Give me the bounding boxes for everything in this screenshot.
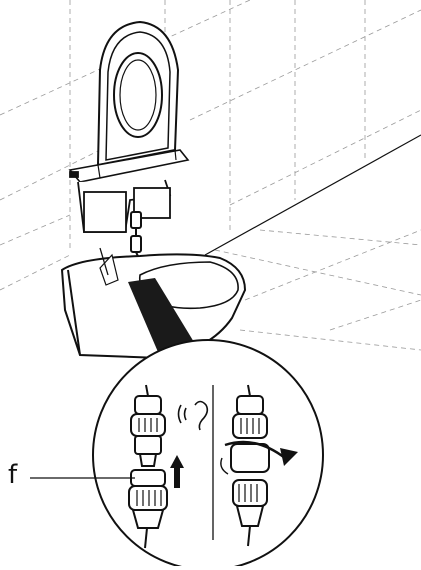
hearing-click-icon bbox=[177, 400, 209, 431]
magnify-cone bbox=[128, 278, 200, 352]
wall-floor-edge bbox=[204, 134, 421, 256]
up-arrow-icon bbox=[170, 455, 184, 488]
callout-label-f: f bbox=[8, 460, 18, 490]
hinge-block bbox=[69, 171, 172, 233]
connector-stripes bbox=[136, 418, 162, 506]
locked-stripes bbox=[238, 418, 260, 502]
toilet-seat-lid-icon bbox=[68, 20, 190, 183]
rotate-arrow-icon bbox=[220, 440, 298, 475]
